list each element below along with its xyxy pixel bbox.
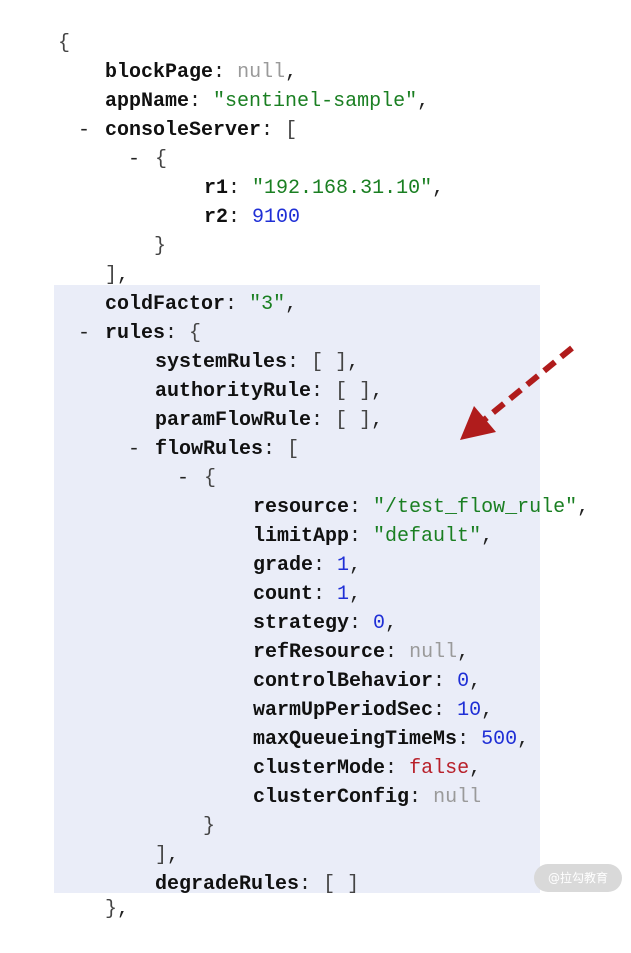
json-key: r2: [204, 206, 229, 229]
json-key: paramFlowRule: [155, 409, 312, 432]
rules-highlight: [54, 285, 540, 893]
json-line: ],: [155, 844, 180, 867]
collapse-toggle[interactable]: -: [128, 148, 141, 171]
json-key: count: [253, 583, 314, 606]
json-value: 10: [457, 699, 482, 722]
json-key: r1: [204, 177, 229, 200]
json-value: 500: [481, 728, 518, 751]
json-line: degradeRules: [ ]: [155, 873, 360, 896]
json-value: "default": [373, 525, 482, 548]
json-line: }: [0, 203, 166, 258]
json-line: limitApp: "default",: [253, 525, 494, 548]
open-brace: {: [189, 322, 202, 345]
json-line: clusterMode: false,: [253, 757, 482, 780]
json-line: r1: "192.168.31.10",: [204, 177, 445, 200]
json-value: "sentinel-sample": [213, 90, 418, 113]
json-value: false: [409, 757, 470, 780]
json-line: r2: 9100: [204, 206, 301, 229]
json-value: [ ]: [323, 873, 360, 896]
json-value: [ ]: [335, 380, 372, 403]
json-value: 9100: [252, 206, 301, 229]
collapse-toggle[interactable]: -: [78, 119, 91, 142]
json-line: authorityRule: [ ],: [155, 380, 384, 403]
json-line: },: [105, 898, 130, 921]
dashed-arrow-icon: [460, 345, 574, 440]
json-key: maxQueueingTimeMs: [253, 728, 458, 751]
json-line: clusterConfig: null: [253, 786, 482, 809]
json-value: 0: [457, 670, 470, 693]
json-key: appName: [105, 90, 190, 113]
json-key: rules: [105, 322, 166, 345]
close-bracket: ]: [155, 844, 168, 867]
json-key: limitApp: [253, 525, 350, 548]
json-value: 1: [337, 583, 350, 606]
json-value: "192.168.31.10": [252, 177, 433, 200]
json-key: systemRules: [155, 351, 288, 374]
json-value: null: [237, 61, 286, 84]
json-key: blockPage: [105, 61, 214, 84]
collapse-toggle[interactable]: -: [78, 322, 91, 345]
json-key: flowRules: [155, 438, 264, 461]
json-key: consoleServer: [105, 119, 262, 142]
json-key: clusterMode: [253, 757, 386, 780]
open-bracket: [: [285, 119, 298, 142]
json-line: grade: 1,: [253, 554, 362, 577]
json-line: maxQueueingTimeMs: 500,: [253, 728, 530, 751]
json-value: [ ]: [311, 351, 348, 374]
json-key: grade: [253, 554, 314, 577]
watermark-badge: @拉勾教育: [534, 864, 622, 892]
json-value: 0: [373, 612, 386, 635]
json-key: strategy: [253, 612, 350, 635]
json-value: [ ]: [335, 409, 372, 432]
collapse-toggle[interactable]: -: [128, 438, 141, 461]
json-key: controlBehavior: [253, 670, 434, 693]
json-line: -{: [0, 435, 216, 490]
json-value: 1: [337, 554, 350, 577]
json-line: coldFactor: "3",: [105, 293, 298, 316]
json-key: degradeRules: [155, 873, 300, 896]
json-line: blockPage: null,: [105, 61, 298, 84]
json-line: warmUpPeriodSec: 10,: [253, 699, 494, 722]
close-bracket: ]: [105, 264, 118, 287]
json-line: strategy: 0,: [253, 612, 398, 635]
json-line: {: [0, 0, 70, 55]
json-value: "3": [249, 293, 286, 316]
json-line: paramFlowRule: [ ],: [155, 409, 384, 432]
collapse-toggle[interactable]: -: [177, 467, 190, 490]
json-key: authorityRule: [155, 380, 312, 403]
json-viewer: { blockPage: null, appName: "sentinel-sa…: [0, 0, 622, 921]
json-line: resource: "/test_flow_rule",: [253, 496, 590, 519]
json-line: -rules: {: [0, 290, 201, 345]
open-brace: {: [204, 467, 217, 490]
json-line: }: [0, 783, 215, 838]
json-line: controlBehavior: 0,: [253, 670, 482, 693]
json-value: null: [409, 641, 458, 664]
json-line: systemRules: [ ],: [155, 351, 360, 374]
json-line: refResource: null,: [253, 641, 470, 664]
close-brace: }: [105, 898, 118, 921]
json-line: -consoleServer: [: [0, 87, 297, 142]
open-brace: {: [58, 32, 71, 55]
json-value: "/test_flow_rule": [373, 496, 578, 519]
json-key: refResource: [253, 641, 386, 664]
json-value: null: [433, 786, 482, 809]
json-key: clusterConfig: [253, 786, 410, 809]
json-line: appName: "sentinel-sample",: [105, 90, 430, 113]
json-key: resource: [253, 496, 350, 519]
json-line: -{: [0, 116, 167, 171]
open-bracket: [: [287, 438, 300, 461]
open-brace: {: [155, 148, 168, 171]
json-line: ],: [105, 264, 130, 287]
json-line: count: 1,: [253, 583, 362, 606]
json-key: coldFactor: [105, 293, 226, 316]
json-line: -flowRules: [: [0, 406, 299, 461]
json-key: warmUpPeriodSec: [253, 699, 434, 722]
close-brace: }: [154, 235, 167, 258]
close-brace: }: [203, 815, 216, 838]
